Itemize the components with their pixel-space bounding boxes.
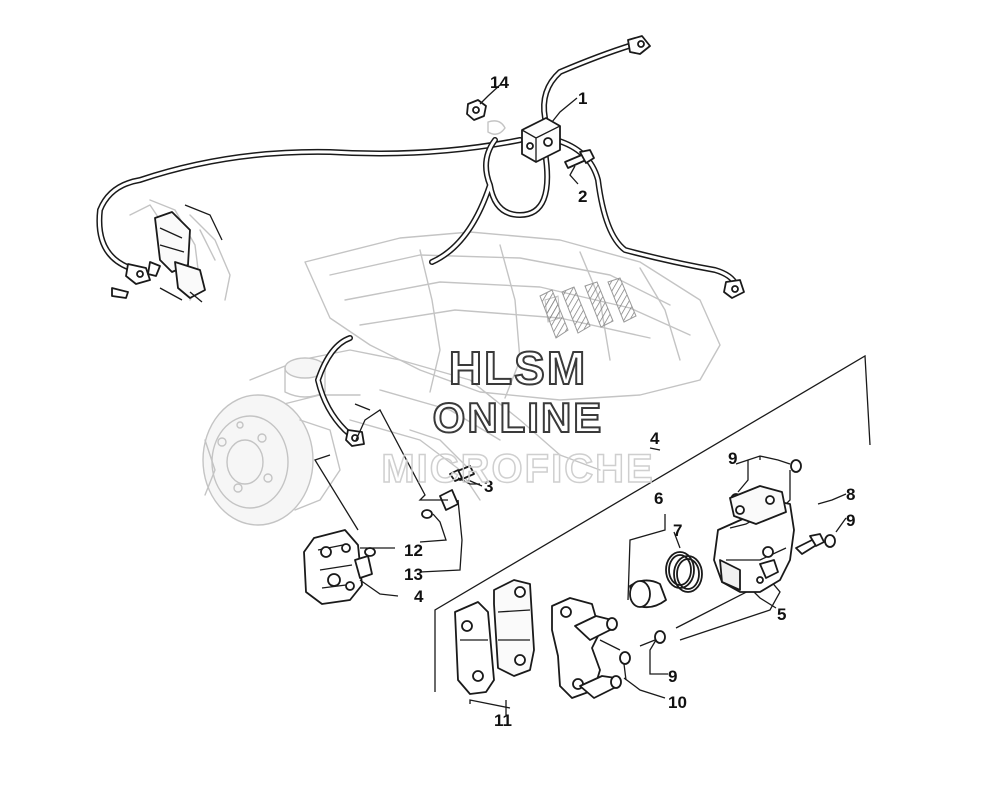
- callout-9-c: 9: [668, 667, 677, 686]
- brake-junction-block: [521, 117, 561, 163]
- callout-10: 10: [668, 693, 687, 712]
- caliper-bracket: [551, 597, 622, 699]
- brake-pad-right: [493, 579, 535, 677]
- callout-5: 5: [777, 605, 786, 624]
- callout-1: 1: [578, 89, 587, 108]
- callout-4-group: 4: [650, 429, 660, 448]
- piston-seals: [665, 551, 703, 593]
- watermark-line-3: MICROFICHE: [381, 447, 654, 491]
- callout-6: 6: [654, 489, 663, 508]
- callout-7: 7: [673, 521, 682, 540]
- caliper-mounted: [303, 529, 373, 605]
- caliper-body: [713, 485, 795, 593]
- callout-2: 2: [578, 187, 587, 206]
- watermark-line-1: HLSM: [449, 342, 587, 394]
- brake-pad-left: [454, 601, 495, 695]
- callout-9-a: 9: [728, 449, 737, 468]
- callout-8: 8: [846, 485, 855, 504]
- callout-9-b: 9: [846, 511, 855, 530]
- callout-3: 3: [484, 477, 493, 496]
- callout-4-caliper: 4: [414, 587, 424, 606]
- brake-hoses: [96, 42, 739, 443]
- callout-11: 11: [494, 711, 512, 730]
- hose-end-fittings: [111, 35, 745, 447]
- watermark: HLSM ONLINE MICROFICHE: [381, 341, 654, 492]
- atv-frame-background: [129, 199, 721, 526]
- bleeder-screw: [795, 533, 825, 555]
- callout-14: 14: [490, 73, 509, 92]
- callout-12: 12: [404, 541, 423, 560]
- junction-bolt: [564, 149, 595, 169]
- watermark-line-2: ONLINE: [433, 394, 604, 441]
- callout-labels: 1 2 3 4 4 5 6 7 8 9 9 9 10 11 12 13 14: [404, 73, 855, 730]
- callout-13: 13: [404, 565, 423, 584]
- banjo-bolt-washers: [364, 465, 475, 557]
- master-cylinder-lever: [154, 204, 223, 303]
- caliper-piston: [629, 579, 667, 609]
- junction-nut: [466, 99, 506, 135]
